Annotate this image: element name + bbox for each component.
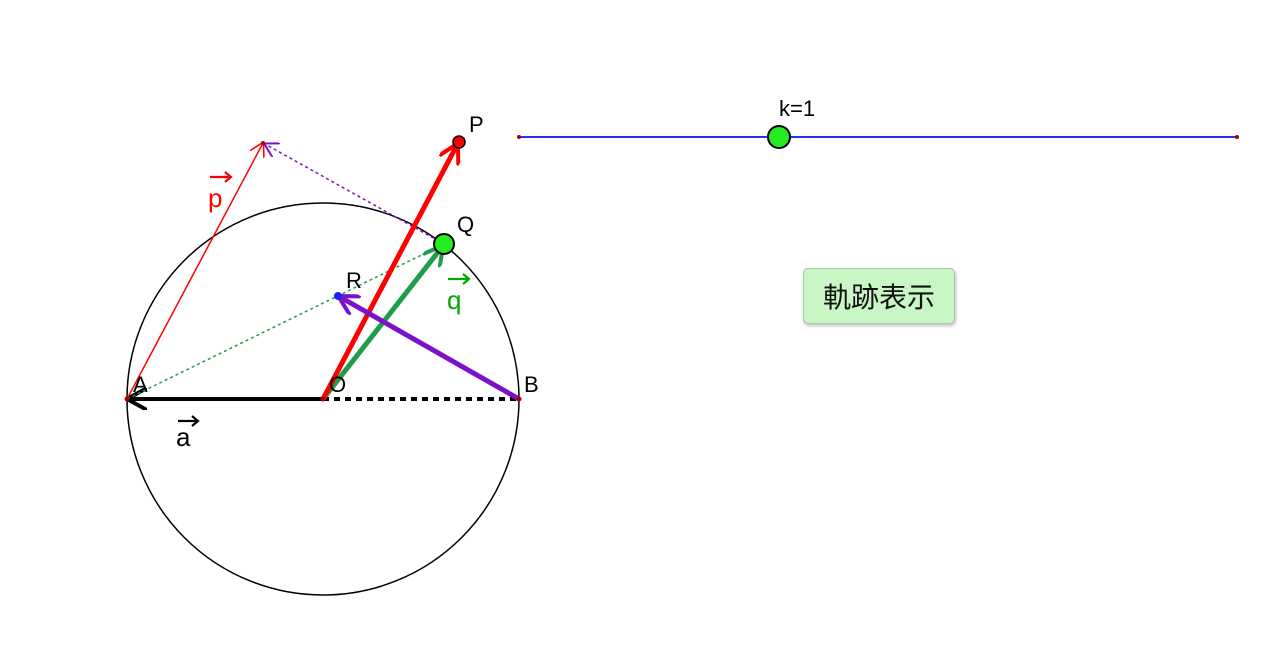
label-b: B [524, 372, 539, 397]
label-a: A [133, 372, 148, 397]
dotted-line-qp [265, 144, 445, 245]
slider-end-right [1235, 135, 1239, 139]
label-o: O [329, 372, 346, 397]
vector-label-p: p [208, 171, 233, 213]
dotted-line-aq [126, 243, 445, 400]
point-q[interactable] [433, 233, 455, 255]
vector-br [340, 297, 521, 402]
point-a[interactable] [124, 396, 130, 402]
show-locus-button[interactable]: 軌跡表示 [803, 268, 955, 324]
k-slider[interactable]: k=1 [517, 96, 1239, 149]
slider-label: k=1 [779, 96, 815, 121]
label-q: Q [457, 212, 474, 237]
point-p-tip [261, 141, 265, 145]
point-p[interactable] [452, 135, 466, 149]
point-b[interactable] [516, 396, 522, 402]
svg-text:q: q [447, 285, 461, 315]
svg-text:p: p [208, 183, 222, 213]
svg-text:a: a [176, 422, 191, 452]
point-r[interactable] [334, 292, 342, 300]
vector-op [320, 145, 457, 401]
vector-label-a: a [176, 415, 200, 452]
vector-label-q: q [447, 273, 471, 315]
vector-p [126, 143, 263, 400]
slider-end-left [517, 135, 521, 139]
slider-handle[interactable] [767, 125, 791, 149]
label-r: R [346, 268, 362, 293]
label-p: P [469, 112, 484, 137]
point-o[interactable] [320, 396, 326, 402]
